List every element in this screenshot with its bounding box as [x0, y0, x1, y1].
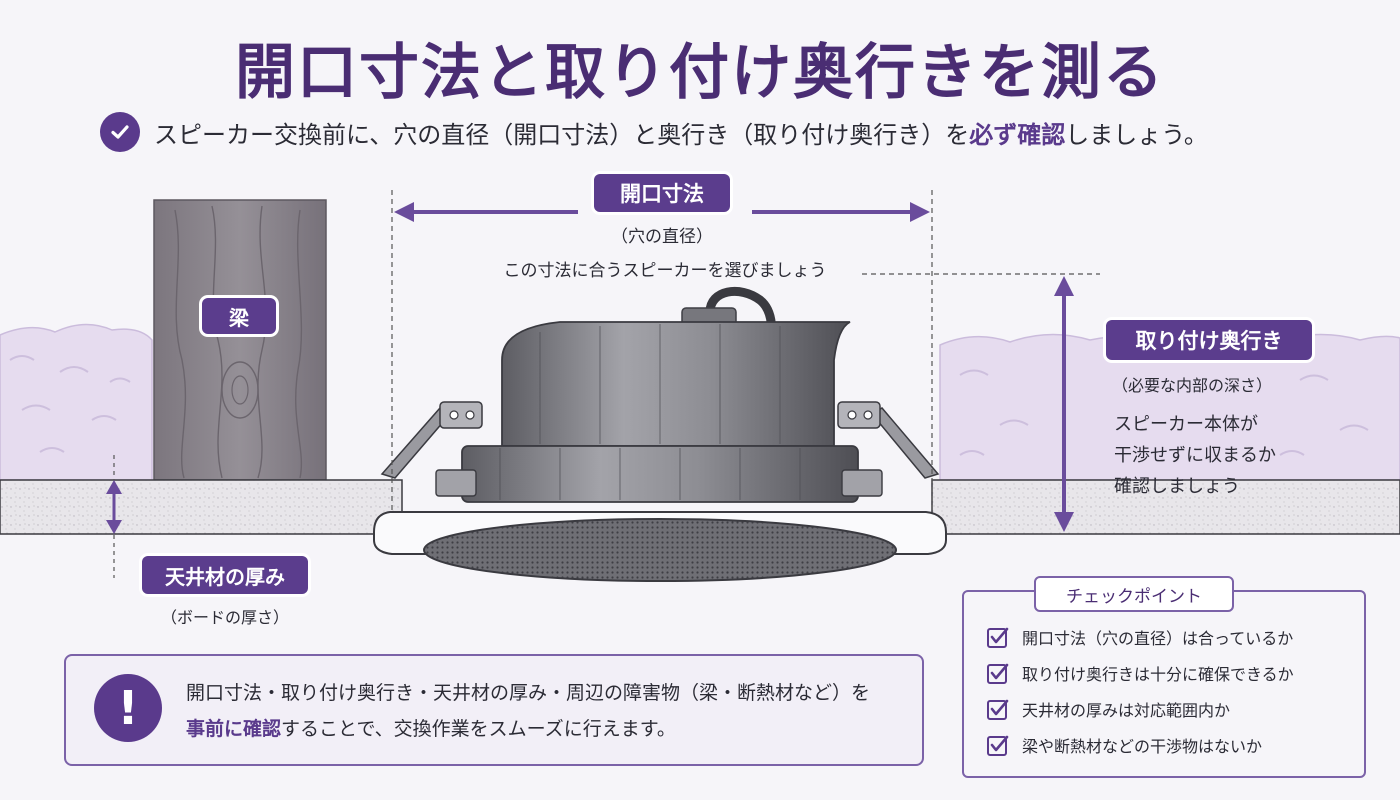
checkpoint-title: チェックポイント	[1034, 576, 1234, 612]
checkpoint-text: 取り付け奥行きは十分に確保できるか	[1022, 661, 1294, 685]
opening-label: 開口寸法	[594, 174, 730, 212]
depth-note-2: 干渉せずに収まるか	[1114, 441, 1276, 467]
ceiling-thickness-label: 天井材の厚み	[142, 556, 308, 594]
exclamation-icon: !	[94, 674, 162, 742]
note-line-1: 開口寸法・取り付け奥行き・天井材の厚み・周辺の障害物（梁・断熱材など）を	[186, 678, 870, 705]
beam-label: 梁	[202, 298, 276, 334]
depth-note-3: 確認しましょう	[1114, 472, 1240, 498]
ceiling-thickness-sub-label: （ボードの厚さ）	[150, 604, 300, 628]
opening-note: この寸法に合うスピーカーを選びましょう	[470, 256, 860, 281]
checkbox-checked-icon	[986, 661, 1010, 685]
checkpoint-item: 取り付け奥行きは十分に確保できるか	[986, 658, 1294, 688]
note-rest: することで、交換作業をスムーズに行えます。	[281, 718, 676, 740]
opening-sub-label: （穴の直径）	[600, 222, 724, 247]
note-line-2: 事前に確認することで、交換作業をスムーズに行えます。	[186, 714, 676, 741]
speaker-body	[502, 322, 850, 446]
checkbox-checked-icon	[986, 625, 1010, 649]
checkpoint-box: チェックポイント 開口寸法（穴の直径）は合っているか 取り付け奥行きは十分に確保…	[962, 590, 1366, 778]
checkpoint-text: 梁や断熱材などの干渉物はないか	[1022, 733, 1262, 757]
depth-label: 取り付け奥行き	[1106, 320, 1312, 360]
beam	[154, 200, 326, 480]
checkpoint-text: 天井材の厚みは対応範囲内か	[1022, 697, 1230, 721]
note-emphasis: 事前に確認	[186, 718, 281, 740]
depth-sub-label: （必要な内部の深さ）	[1112, 372, 1272, 396]
note-box: ! 開口寸法・取り付け奥行き・天井材の厚み・周辺の障害物（梁・断熱材など）を 事…	[64, 654, 924, 766]
checkpoint-item: 梁や断熱材などの干渉物はないか	[986, 730, 1262, 760]
ceiling-board-left	[0, 480, 402, 534]
checkpoint-item: 開口寸法（穴の直径）は合っているか	[986, 622, 1293, 652]
checkpoint-text: 開口寸法（穴の直径）は合っているか	[1022, 625, 1293, 649]
checkpoint-item: 天井材の厚みは対応範囲内か	[986, 694, 1230, 724]
speaker-grille	[424, 519, 896, 581]
checkbox-checked-icon	[986, 697, 1010, 721]
insulation-left	[0, 324, 152, 480]
checkbox-checked-icon	[986, 733, 1010, 757]
depth-note-1: スピーカー本体が	[1114, 410, 1258, 436]
